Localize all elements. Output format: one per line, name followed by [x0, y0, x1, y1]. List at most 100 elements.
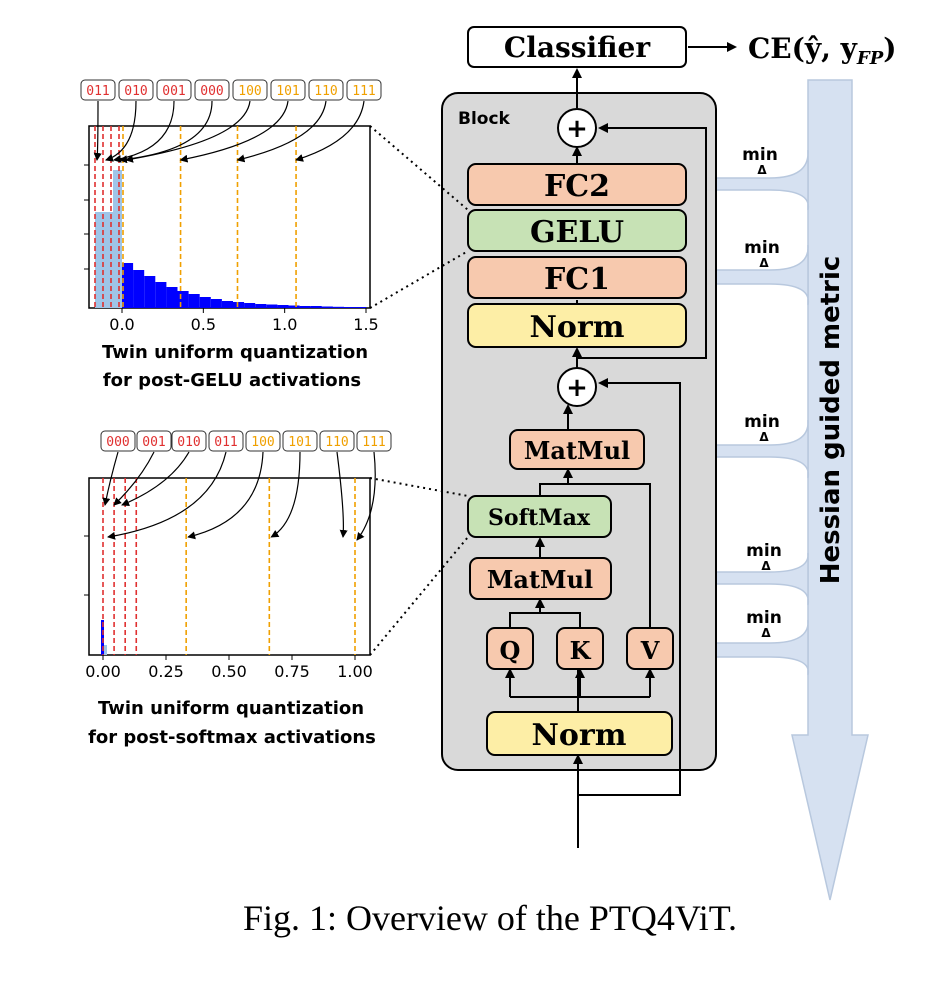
softmax-hist-bar: [104, 645, 107, 655]
gelu-hist-bar: [255, 304, 267, 308]
gelu-code-label: 101: [276, 84, 299, 99]
hessian-label: Hessian guided metric: [816, 256, 846, 585]
gelu-x-tick-label: 0.0: [109, 315, 134, 334]
softmax-box: SoftMax: [467, 495, 612, 538]
gelu-hist-bar: [155, 282, 167, 308]
softmax-x-tick-label: 0.25: [148, 662, 184, 681]
gelu-code-box: [156, 79, 192, 101]
gelu-caption-line2: for post-GELU activations: [103, 370, 361, 391]
gelu-code-label: 001: [162, 84, 185, 99]
gelu-hist-bar: [210, 299, 222, 308]
gelu-code-label: 010: [124, 84, 147, 99]
softmax-code-label: 010: [177, 435, 200, 450]
delta-label-v: Δ: [761, 626, 771, 640]
min-label-fc2: min: [742, 145, 778, 165]
gelu-code-pointer: [179, 100, 289, 163]
softmax-code-label: 011: [214, 435, 237, 450]
fc2-box: FC2: [467, 163, 687, 206]
matmul-top-box: MatMul: [509, 429, 645, 470]
gelu-code-label: 011: [86, 84, 109, 99]
gelu-box: GELU: [467, 209, 687, 252]
gelu-hist-bar: [344, 307, 356, 308]
softmax-label: SoftMax: [488, 505, 591, 531]
softmax-code-label: 111: [362, 435, 385, 450]
delta-label-fc2: Δ: [757, 163, 767, 177]
gelu-hist-bar: [288, 305, 300, 308]
gelu-code-label: 000: [200, 84, 223, 99]
softmax-code-label: 100: [251, 435, 274, 450]
gelu-hist-bar: [177, 291, 189, 308]
k-label: K: [570, 636, 592, 665]
softmax-code-box: [171, 430, 207, 452]
gelu-hist-bar: [310, 306, 322, 308]
softmax-code-pointer: [336, 451, 348, 538]
norm-bottom-box: Norm: [486, 711, 673, 756]
norm-bottom-label: Norm: [532, 718, 627, 753]
softmax-x-tick-label: 0.00: [85, 662, 121, 681]
gelu-hist-bar: [166, 287, 178, 308]
gelu-code-pointer: [105, 100, 137, 162]
gelu-hist-bar: [244, 303, 256, 308]
gelu-hist-bar: [122, 263, 134, 308]
gelu-hist-bar: [199, 297, 211, 308]
gelu-hist-bar: [266, 304, 278, 308]
matmul-bottom-box: MatMul: [469, 557, 612, 600]
matmul-top-label: MatMul: [524, 436, 630, 465]
gelu-hist-bar: [133, 270, 145, 308]
residual-add-bottom: +: [557, 367, 597, 407]
gelu-x-tick-label: 0.5: [191, 315, 216, 334]
gelu-hist-bar: [277, 305, 289, 308]
softmax-code-box: [282, 430, 318, 452]
gelu-label: GELU: [530, 215, 624, 250]
softmax-code-pointer: [121, 451, 190, 506]
gelu-code-box: [80, 79, 116, 101]
softmax-hist-frame: [88, 477, 371, 656]
gelu-hist-bar: [355, 307, 367, 308]
v-label: V: [640, 636, 660, 665]
softmax-x-tick-label: 0.75: [274, 662, 310, 681]
softmax-code-pointer: [187, 451, 264, 540]
hessian-arrow: Hessian guided metric: [791, 79, 869, 901]
softmax-code-pointer: [102, 451, 119, 506]
min-label-matmul-bottom: min: [746, 541, 782, 561]
softmax-code-box: [356, 430, 392, 452]
softmax-code-box: [319, 430, 355, 452]
gelu-code-label: 100: [238, 84, 261, 99]
q-box: Q: [486, 627, 534, 670]
gelu-code-box: [346, 79, 382, 101]
softmax-caption-line2: for post-softmax activations: [88, 727, 376, 748]
gelu-code-label: 111: [352, 84, 375, 99]
classifier-label: Classifier: [504, 31, 651, 64]
softmax-code-pointer: [356, 451, 376, 541]
min-label-v: min: [746, 608, 782, 628]
gelu-code-label: 110: [314, 84, 337, 99]
softmax-code-pointer: [107, 451, 227, 540]
min-labels: min Δ min Δ min Δ min Δ min Δ: [742, 145, 782, 640]
softmax-code-label: 000: [106, 435, 129, 450]
softmax-x-tick-label: 0.50: [211, 662, 247, 681]
gelu-code-pointer: [125, 100, 251, 163]
block-connections: [505, 68, 707, 848]
gelu-hist-bar: [144, 276, 156, 308]
fc1-box: FC1: [467, 256, 687, 299]
softmax-code-label: 110: [325, 435, 348, 450]
delta-label-fc1: Δ: [759, 256, 769, 270]
gelu-code-pointer: [236, 100, 327, 163]
plus-icon: +: [566, 114, 588, 144]
gelu-code-pointer: [93, 100, 102, 161]
softmax-code-pointer: [113, 451, 155, 506]
norm-top-label: Norm: [530, 310, 625, 345]
residual-add-top: +: [557, 108, 597, 148]
delta-label-matmul-bottom: Δ: [761, 559, 771, 573]
v-box: V: [626, 627, 674, 670]
softmax-code-box: [100, 430, 136, 452]
gelu-hist-bar: [188, 294, 200, 308]
min-label-matmul-top: min: [744, 412, 780, 432]
gelu-code-box: [232, 79, 268, 101]
gelu-caption-line1: Twin uniform quantization: [102, 342, 368, 363]
cross-entropy-label: CE(ŷ, yFP): [748, 32, 897, 69]
gelu-hist-bar: [233, 302, 245, 308]
